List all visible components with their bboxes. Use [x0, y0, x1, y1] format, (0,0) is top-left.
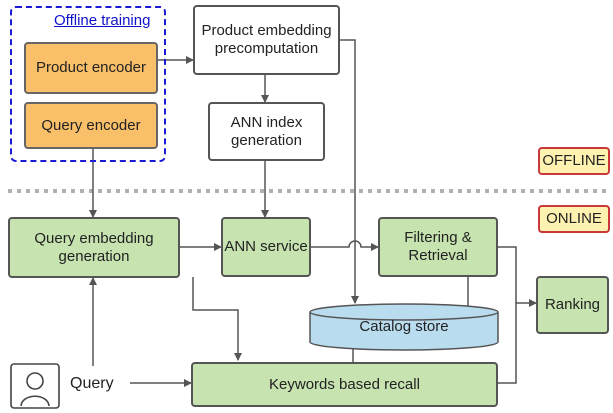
online-tag-label: ONLINE — [546, 210, 602, 227]
offline-training-group — [10, 6, 166, 162]
offline-tag: OFFLINE — [538, 147, 610, 175]
product-encoder-node: Product encoder — [24, 42, 158, 94]
filtering-retrieval-label: Filtering & Retrieval — [404, 229, 472, 264]
offline-tag-label: OFFLINE — [542, 152, 606, 169]
ranking-label: Ranking — [544, 296, 601, 313]
catalog-store-cylinder — [309, 303, 499, 351]
product-embedding-precomputation-node: Product embedding precomputation — [193, 5, 340, 75]
online-tag: ONLINE — [538, 205, 610, 233]
ann-service-node: ANN service — [221, 217, 311, 277]
query-label: Query — [70, 375, 114, 392]
keywords-based-recall-node: Keywords based recall — [191, 362, 498, 407]
edge-embedding-to-keywords — [192, 277, 242, 361]
edge-keywords-to-ranking — [498, 303, 517, 384]
ann-index-generation-label: ANN index generation — [230, 113, 303, 149]
offline-training-label[interactable]: Offline training — [54, 12, 151, 29]
product-encoder-label: Product encoder — [35, 59, 147, 76]
product-embedding-precomputation-label: Product embedding precomputation — [201, 22, 332, 57]
filtering-retrieval-node: Filtering & Retrieval — [378, 217, 498, 277]
ann-index-generation-node: ANN index generation — [208, 102, 325, 161]
catalog-store-label: Catalog store — [359, 318, 449, 335]
ann-service-label: ANN service — [224, 238, 308, 255]
query-embedding-generation-node: Query embedding generation — [8, 217, 180, 278]
edge-precompute-to-catalog — [340, 39, 359, 304]
ranking-node: Ranking — [536, 276, 609, 334]
edge-service-to-filtering — [311, 240, 379, 251]
query-encoder-node: Query encoder — [24, 102, 158, 149]
keywords-based-recall-label: Keywords based recall — [269, 375, 420, 393]
query-encoder-label: Query encoder — [41, 116, 141, 134]
user-icon — [10, 363, 60, 409]
query-embedding-generation-label: Query embedding generation — [34, 229, 154, 265]
edge-filtering-to-ranking — [498, 246, 537, 307]
